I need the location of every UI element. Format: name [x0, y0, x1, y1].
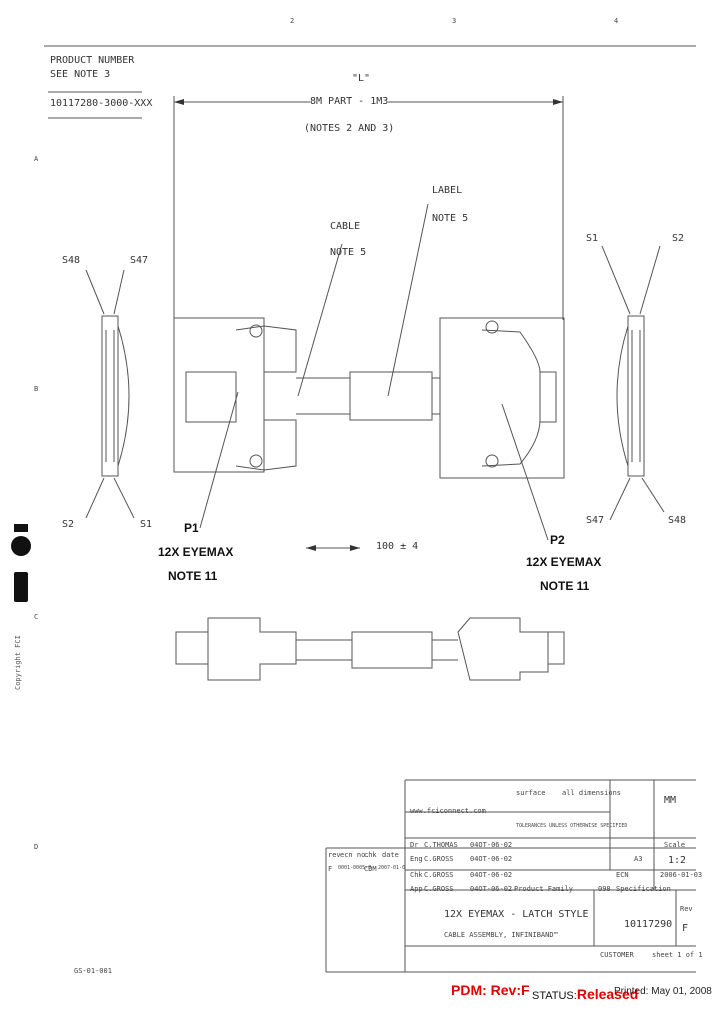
scale-value: 1:2: [668, 855, 687, 866]
revtable-ecn: 0001-0005-0: [338, 865, 372, 871]
doc-number: GS-01-001: [74, 967, 112, 975]
length-notes: (NOTES 2 AND 3): [304, 123, 395, 134]
p2-type: 12X EYEMAX: [526, 555, 602, 569]
p2-name: P2: [550, 533, 565, 547]
row-date-2: 04OT-06-02: [470, 871, 513, 879]
revtable-rev: F: [328, 865, 333, 873]
drawing-title: 12X EYEMAX - LATCH STYLE: [444, 909, 589, 920]
length-spec: 8M PART - 1M3: [310, 96, 389, 107]
row-name-2: C.GROSS: [424, 871, 454, 879]
pin-s47-right: S47: [586, 515, 605, 526]
drawing-subtitle: CABLE ASSEMBLY, INFINIBAND™: [444, 931, 558, 939]
product-number-label: PRODUCT NUMBER: [50, 55, 135, 66]
row-date-3: 04OT-06-02: [470, 885, 513, 893]
status-prefix: STATUS:: [532, 990, 577, 1002]
revtable-date: 2007-01-0: [378, 865, 406, 871]
grid-row-a: A: [34, 155, 39, 163]
p2-note: NOTE 11: [540, 579, 590, 593]
pin-s48-right: S48: [668, 515, 687, 526]
label-label: LABEL: [432, 185, 463, 196]
rev-value: F: [682, 923, 689, 934]
grid-row-d: D: [34, 843, 39, 851]
row-date-0: 04OT-06-02: [470, 841, 513, 849]
copyright: Copyright FCI: [14, 635, 22, 690]
pin-s2-left: S2: [62, 519, 75, 530]
rev-label: Rev: [680, 905, 693, 913]
length-label: "L": [352, 73, 371, 84]
pdm-status: PDM: Rev:F: [451, 982, 530, 998]
row-name-3: C.GROSS: [424, 885, 454, 893]
p1-name: P1: [184, 521, 199, 535]
part-number: 10117290: [624, 919, 673, 930]
revtable-h-date: date: [382, 851, 399, 859]
format: A3: [634, 855, 643, 863]
all-dims-label: all dimensions: [562, 789, 622, 797]
website: www.fciconnect.com: [410, 807, 486, 815]
product-family-label: Product Family: [514, 885, 574, 893]
revtable-h-ecn: ecn no.: [340, 851, 370, 859]
grid-row-b: B: [34, 385, 39, 393]
pin-s1-left: S1: [140, 519, 153, 530]
pdm-prefix: PDM: Rev:: [451, 982, 522, 998]
grid-row-c: C: [34, 613, 39, 621]
row-name-0: C.THOMAS: [424, 841, 458, 849]
release-status: STATUS:Released: [532, 986, 638, 1002]
pdm-rev: F: [521, 982, 530, 998]
row-role-3: App: [410, 885, 423, 893]
customer: CUSTOMER: [600, 951, 634, 959]
p1-type: 12X EYEMAX: [158, 545, 234, 559]
ecn-label: ECN: [616, 871, 629, 879]
grid-col-2: 2: [290, 17, 295, 25]
pin-s2-right: S2: [672, 233, 685, 244]
sheet: sheet 1 of 1: [652, 951, 703, 959]
cable-note: NOTE 5: [330, 247, 367, 258]
row-role-2: Chk: [410, 871, 423, 879]
ecn-date: 2006-01-03: [660, 871, 703, 879]
surface-label: surface: [516, 789, 546, 797]
row-name-1: C.GROSS: [424, 855, 454, 863]
revtable-h-rev: rev: [328, 851, 341, 859]
fci-logo: [11, 524, 31, 602]
product-number-note: SEE NOTE 3: [50, 69, 111, 80]
pin-s48-left: S48: [62, 255, 81, 266]
revtable-chk: CDM: [364, 865, 377, 873]
printed-date: Printed: May 01, 2008: [614, 986, 712, 997]
spec-label: Specification: [616, 885, 671, 893]
pin-s47-left: S47: [130, 255, 149, 266]
product-part-number: 10117280-3000-XXX: [50, 98, 153, 109]
row-date-1: 04OT-06-02: [470, 855, 513, 863]
revtable-h-chk: chk: [364, 851, 377, 859]
grid-col-4: 4: [614, 17, 619, 25]
row-role-1: Eng: [410, 855, 423, 863]
status-value: Released: [576, 986, 639, 1002]
tolerance-label: TOLERANCES UNLESS OTHERWISE SPECIFIED: [516, 823, 628, 829]
scale-label: Scale: [664, 841, 686, 849]
mid-dimension: 100 ± 4: [376, 541, 419, 552]
cable-label: CABLE: [330, 221, 361, 232]
label-note: NOTE 5: [432, 213, 469, 224]
p1-note: NOTE 11: [168, 569, 218, 583]
product-family: 098: [598, 885, 611, 893]
row-role-0: Dr: [410, 841, 419, 849]
pin-s1-right: S1: [586, 233, 599, 244]
grid-col-3: 3: [452, 17, 457, 25]
units: MM: [664, 795, 677, 806]
